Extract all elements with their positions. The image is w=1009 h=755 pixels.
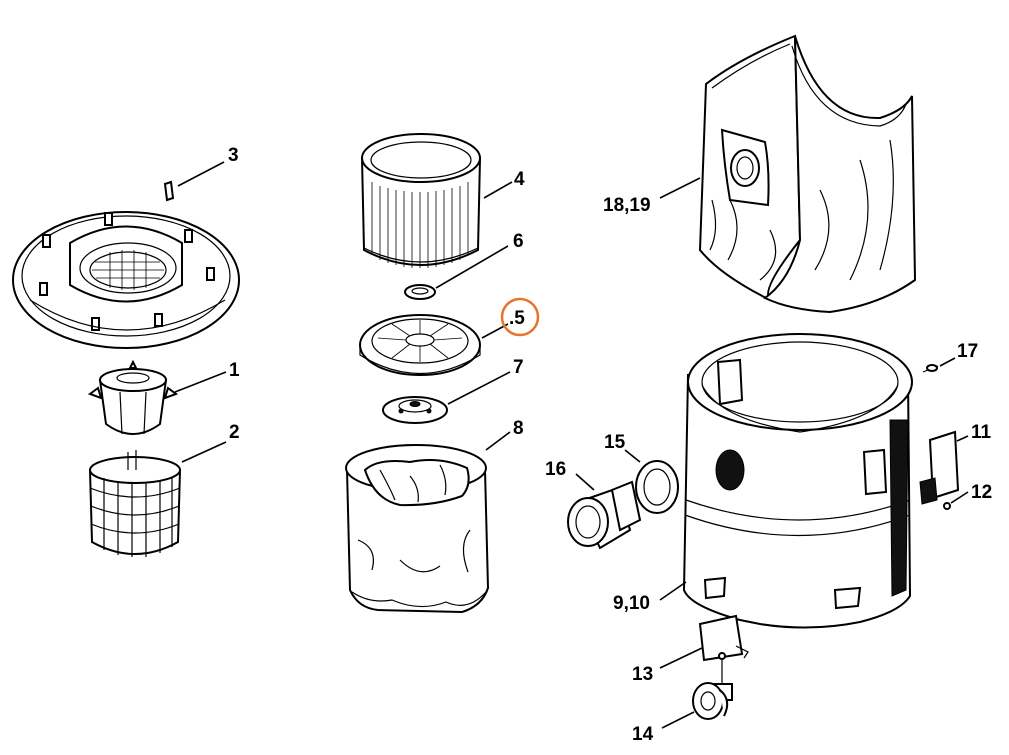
label-5: .5 — [509, 308, 525, 329]
label-9-10: 9,10 — [613, 593, 650, 614]
part-2-cage-basket — [88, 450, 182, 557]
part-1-float-cage — [87, 359, 179, 435]
part-7-hub — [382, 396, 448, 424]
label-15: 15 — [604, 432, 626, 453]
part-18-19-bag-liner — [698, 34, 917, 314]
part-4-cartridge-filter — [360, 133, 482, 268]
label-7: 7 — [513, 357, 524, 378]
part-6-ring — [404, 284, 436, 300]
label-8: 8 — [513, 418, 524, 439]
leader-lines — [174, 161, 969, 729]
label-4: 4 — [514, 169, 525, 190]
part-13-flap — [698, 614, 749, 662]
label-12: 12 — [971, 482, 992, 503]
label-11: 11 — [971, 422, 992, 443]
motor-head-cover — [12, 211, 240, 349]
label-13: 13 — [632, 664, 653, 685]
part-labels: 3 1 2 4 6 .5 7 8 18,19 17 11 12 15 16 9,… — [228, 145, 992, 745]
label-18-19: 18,19 — [603, 195, 651, 216]
part-14-caster — [692, 652, 733, 720]
label-14: 14 — [632, 724, 654, 745]
highlight-circle — [500, 297, 540, 337]
label-17: 17 — [957, 341, 978, 362]
part-16-inlet-connector — [567, 480, 642, 550]
part-8-filter-bag — [345, 444, 490, 614]
label-6: 6 — [513, 231, 524, 252]
part-11-latch — [919, 430, 960, 505]
part-5-filter-plate — [359, 314, 481, 376]
label-2: 2 — [229, 422, 240, 443]
part-3-clip — [163, 180, 175, 202]
label-1: 1 — [229, 360, 240, 381]
part-9-10-container-drum — [682, 333, 913, 629]
label-16: 16 — [545, 459, 566, 480]
part-17-screw — [922, 364, 939, 373]
part-15-gasket-ring — [635, 460, 679, 514]
label-3: 3 — [228, 145, 239, 166]
part-12-small-screw — [943, 502, 951, 510]
